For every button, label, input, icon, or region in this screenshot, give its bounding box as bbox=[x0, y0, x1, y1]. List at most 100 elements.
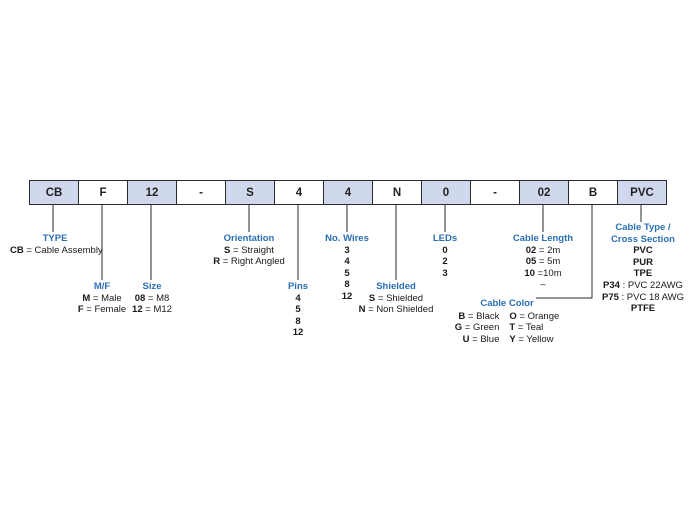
color-code: U bbox=[462, 333, 470, 345]
code-cell: 0 bbox=[421, 180, 471, 205]
size-code-12: 12 bbox=[132, 304, 143, 316]
code-cell-text: F bbox=[99, 186, 107, 199]
size-title: Size bbox=[142, 281, 162, 292]
code-cell-text: 12 bbox=[145, 186, 159, 199]
color-desc: = Blue bbox=[469, 333, 500, 345]
wires-title: No. Wires bbox=[325, 233, 369, 244]
orientation-desc-r: = Right Angled bbox=[220, 256, 285, 268]
shielded-desc-n: = Non Shielded bbox=[365, 304, 434, 316]
length-extra: – bbox=[540, 279, 546, 291]
mf-title: M/F bbox=[93, 281, 111, 292]
shielded-desc-s: = Shielded bbox=[375, 292, 424, 304]
type-desc: = Cable Assembly bbox=[23, 244, 103, 256]
code-cell-text: B bbox=[588, 186, 598, 199]
orientation-code-r: R bbox=[213, 256, 221, 268]
leds-block: LEDs 0 2 3 bbox=[425, 233, 465, 279]
mf-desc-female: = Female bbox=[83, 304, 127, 316]
color-desc: = Yellow bbox=[515, 333, 554, 345]
color-block: Cable Color B = Black O = Orange G = Gre… bbox=[452, 298, 562, 345]
shielded-block: Shielded S = Shielded N = Non Shielded bbox=[356, 281, 436, 316]
cable-type-desc-p34: : PVC 22AWG bbox=[619, 279, 683, 291]
wires-value: 12 bbox=[341, 290, 353, 302]
color-title: Cable Color bbox=[480, 298, 534, 309]
shielded-code-n: N bbox=[358, 304, 366, 316]
pins-block: Pins 4 5 8 12 bbox=[278, 281, 318, 339]
cable-type-title-2: Cross Section bbox=[611, 233, 675, 245]
size-block: Size 08 = M8 12 = M12 bbox=[126, 281, 178, 316]
color-code: O bbox=[509, 310, 517, 322]
code-cell-text: - bbox=[493, 186, 497, 199]
cable-type-code-p75: P75 bbox=[601, 291, 619, 303]
orientation-desc-s: = Straight bbox=[230, 244, 274, 256]
mf-desc-male: = Male bbox=[90, 292, 122, 304]
code-cell-text: - bbox=[199, 186, 203, 199]
shielded-title: Shielded bbox=[376, 281, 416, 292]
length-code-10: 10 bbox=[524, 267, 535, 279]
mf-block: M/F M = Male F = Female bbox=[72, 281, 132, 316]
leds-value: 2 bbox=[442, 256, 448, 268]
pins-value: 12 bbox=[292, 327, 304, 339]
size-desc-08: = M8 bbox=[145, 292, 170, 304]
code-cell: PVC bbox=[617, 180, 667, 205]
cable-type-value: PTFE bbox=[630, 303, 656, 315]
orientation-block: Orientation S = Straight R = Right Angle… bbox=[204, 233, 294, 268]
code-cell-text: PVC bbox=[630, 186, 654, 199]
code-cell: 12 bbox=[127, 180, 177, 205]
code-cell: S bbox=[225, 180, 275, 205]
code-cell: N bbox=[372, 180, 422, 205]
color-code: B bbox=[458, 310, 466, 322]
color-desc: = Green bbox=[462, 322, 500, 334]
code-cell: 02 bbox=[519, 180, 569, 205]
code-cell: 4 bbox=[274, 180, 324, 205]
color-desc: = Orange bbox=[516, 310, 560, 322]
leds-value: 3 bbox=[442, 267, 448, 279]
pins-value: 5 bbox=[295, 304, 301, 316]
length-block: Cable Length 02 = 2m 05 = 5m 10 =10m – bbox=[503, 233, 583, 291]
code-cell-text: 4 bbox=[295, 186, 303, 199]
code-cell-text: 0 bbox=[442, 186, 450, 199]
cable-type-value: PVC bbox=[633, 245, 653, 257]
wires-block: No. Wires 3 4 5 8 12 bbox=[317, 233, 377, 303]
wires-value: 8 bbox=[344, 279, 350, 291]
pins-value: 8 bbox=[295, 315, 301, 327]
type-block: TYPE CB = Cable Assembly bbox=[10, 233, 103, 256]
code-cell: CB bbox=[29, 180, 79, 205]
wires-value: 4 bbox=[344, 256, 350, 268]
leds-title: LEDs bbox=[432, 233, 458, 244]
cable-type-block: Cable Type / Cross Section PVC PUR TPE P… bbox=[601, 222, 685, 315]
cable-type-code-p34: P34 bbox=[603, 279, 620, 291]
pins-value: 4 bbox=[295, 292, 301, 304]
size-desc-12: = M12 bbox=[142, 304, 172, 316]
type-title: TYPE bbox=[42, 233, 68, 244]
mf-code-male: M bbox=[82, 292, 91, 304]
type-code: CB bbox=[10, 244, 24, 256]
cable-type-value: PUR bbox=[632, 256, 654, 268]
wires-value: 5 bbox=[344, 267, 350, 279]
length-title: Cable Length bbox=[512, 233, 574, 244]
mf-code-female: F bbox=[77, 304, 84, 316]
code-cell: - bbox=[470, 180, 520, 205]
code-cell-text: S bbox=[246, 186, 254, 199]
code-cell-text: 4 bbox=[344, 186, 352, 199]
cable-type-value: TPE bbox=[633, 268, 653, 280]
code-cell: F bbox=[78, 180, 128, 205]
orientation-title: Orientation bbox=[223, 233, 275, 244]
line-color bbox=[536, 205, 593, 299]
length-desc-10: =10m bbox=[534, 267, 562, 279]
wires-value: 3 bbox=[344, 244, 350, 256]
code-cell-text: 02 bbox=[537, 186, 551, 199]
leds-value: 0 bbox=[442, 244, 448, 256]
pins-title: Pins bbox=[287, 281, 309, 292]
code-cell: 4 bbox=[323, 180, 373, 205]
shielded-code-s: S bbox=[368, 292, 376, 304]
length-desc-05: = 5m bbox=[536, 256, 561, 268]
color-desc: = Teal bbox=[515, 322, 544, 334]
code-cell-text: CB bbox=[45, 186, 63, 199]
color-code: Y bbox=[509, 333, 516, 345]
orientation-code-s: S bbox=[224, 244, 231, 256]
color-code: T bbox=[509, 322, 516, 334]
code-cell: B bbox=[568, 180, 618, 205]
cable-type-desc-p75: : PVC 18 AWG bbox=[618, 291, 685, 303]
